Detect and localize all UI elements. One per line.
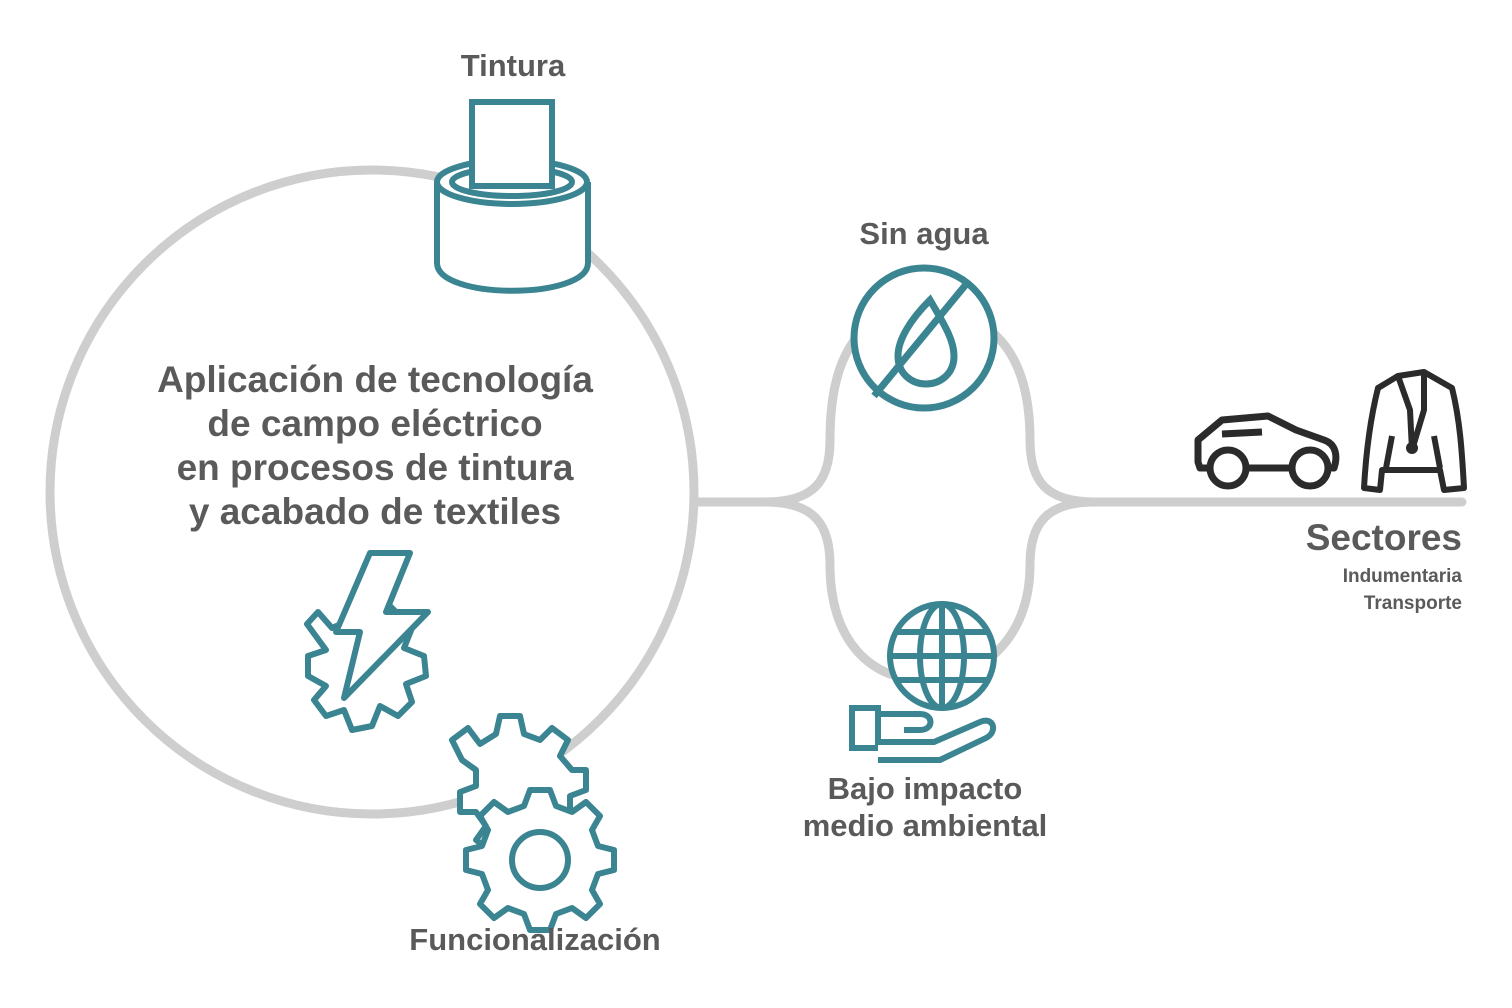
funcionalizacion-label: Funcionalización [409,922,661,957]
globe-hand-icon [849,601,997,763]
bajo-impacto-line: Bajo impacto [827,771,1023,806]
main-line: y acabado de textiles [188,491,562,532]
no-water-icon [850,264,998,412]
car-icon [1194,412,1340,490]
lightning-gear-icon [304,550,431,733]
main-line: en procesos de tintura [176,447,574,488]
tintura-label: Tintura [460,48,566,83]
bajo-impacto-line: medio ambiental [802,808,1048,843]
main-circle [45,165,699,819]
jacket-icon [1361,369,1467,493]
sector-item: Transporte [1363,593,1462,614]
main-description: Aplicación de tecnología de campo eléctr… [90,358,660,534]
gears-icon [449,713,617,933]
connector-line [689,305,1467,507]
dye-container-icon [434,99,591,294]
sectores-list: Indumentaria Transporte [1180,563,1462,617]
main-line: Aplicación de tecnología [157,359,593,400]
sector-item: Indumentaria [1342,566,1462,587]
sin-agua-label: Sin agua [859,216,989,251]
sectores-title: Sectores [1305,517,1462,558]
main-line: de campo eléctrico [207,403,543,444]
bajo-impacto-label: Bajo impacto medio ambiental [745,770,1105,844]
